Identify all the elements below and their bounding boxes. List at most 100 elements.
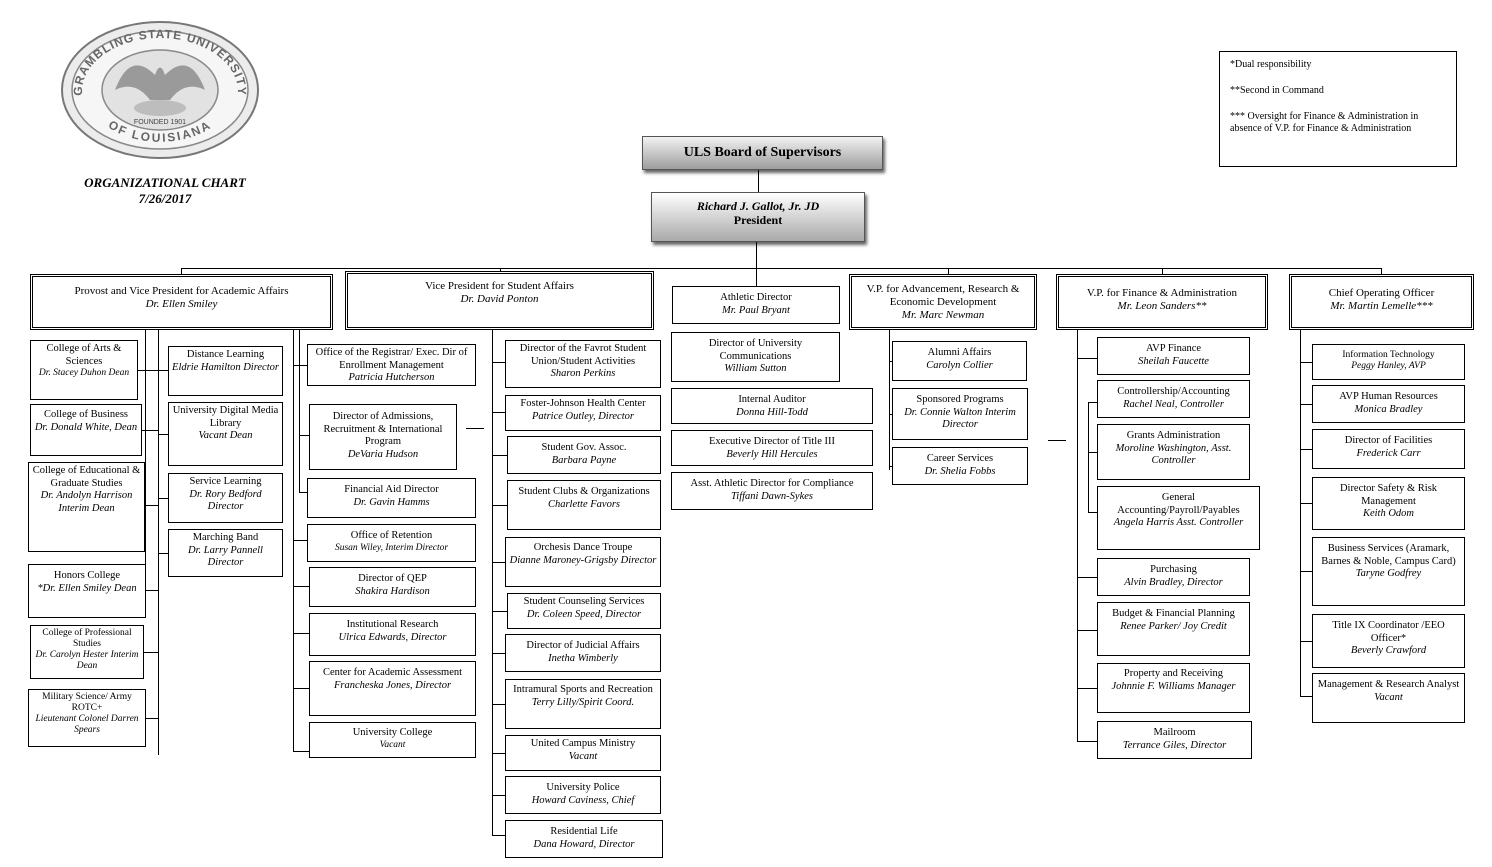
connector-line <box>948 268 949 274</box>
connector-line <box>158 370 168 371</box>
box-title: Grants Administration <box>1126 430 1221 441</box>
connector-line <box>146 718 158 719</box>
connector-line <box>889 361 892 362</box>
box-title: Student Gov. Assoc. <box>541 442 627 453</box>
connector-line <box>492 412 505 413</box>
box-title: University College <box>352 727 433 738</box>
connector-line <box>146 590 158 591</box>
org-box: Mailroom Terrance Giles, Director <box>1097 721 1252 759</box>
box-title: Center for Academic Assessment <box>322 667 463 678</box>
connector-line <box>492 704 505 705</box>
box-name: Vacant <box>379 739 406 750</box>
box-title: Intramural Sports and Recreation <box>513 684 653 695</box>
connector-line <box>181 268 182 274</box>
connector-line <box>1077 330 1078 742</box>
org-box: Service Learning Dr. Rory Bedford Direct… <box>168 473 283 523</box>
org-box: Foster-Johnson Health Center Patrice Out… <box>505 395 661 431</box>
box-name: Dr. Coleen Speed, Director <box>526 608 642 620</box>
box-name: Terrance Giles, Director <box>1122 739 1227 751</box>
box-title: Financial Aid Director <box>344 484 439 495</box>
org-box: College of Professional Studies Dr. Caro… <box>30 625 144 679</box>
org-box: College of Educational & Graduate Studie… <box>28 462 145 552</box>
box-title: Office of the Registrar/ Exec. Dir of En… <box>315 347 468 371</box>
connector-line <box>1088 512 1097 513</box>
connector-line <box>492 330 493 835</box>
org-box: Sponsored Programs Dr. Connie Walton Int… <box>892 388 1028 440</box>
box-name: Mr. Marc Newman <box>901 309 985 321</box>
box-name: Dr. Rory Bedford Director <box>189 488 262 513</box>
box-name: Dr. Andolyn Harrison Interim Dean <box>40 490 133 514</box>
box-title: University Police <box>546 782 620 793</box>
box-title: Distance Learning <box>186 349 265 360</box>
connector-line <box>1088 402 1097 403</box>
connector-line <box>1077 577 1097 578</box>
svg-text:FOUNDED 1901: FOUNDED 1901 <box>134 119 186 126</box>
box-title: Purchasing <box>1150 564 1197 575</box>
connector-line <box>299 492 307 493</box>
connector-line <box>492 795 505 796</box>
org-box: University College Vacant <box>309 722 476 758</box>
connector-line <box>1300 696 1312 697</box>
box-name: Howard Caviness, Chief <box>531 794 635 806</box>
box-title: Foster-Johnson Health Center <box>520 398 646 409</box>
chart-title-text: ORGANIZATIONAL CHART <box>84 175 246 190</box>
box-title: Orchesis Dance Troupe <box>533 542 633 553</box>
connector-line <box>142 430 158 431</box>
box-title: United Campus Ministry <box>530 738 636 749</box>
org-box: University Digital Media Library Vacant … <box>168 402 283 466</box>
box-title: Service Learning <box>189 476 262 487</box>
connector-line <box>756 242 757 268</box>
box-title: Controllership/Accounting <box>1117 386 1230 397</box>
president-title: President <box>733 213 783 227</box>
coo-box: Chief Operating Officer Mr. Martin Lemel… <box>1289 274 1474 330</box>
org-box: Property and Receiving Johnnie F. Willia… <box>1097 663 1250 713</box>
box-name: Peggy Hanley, AVP <box>1351 361 1426 371</box>
connector-line <box>1077 688 1097 689</box>
connector-line <box>1048 440 1066 441</box>
org-box: Director of University Communications Wi… <box>671 332 840 382</box>
box-name: Lieutenant Colonel Darren Spears <box>35 714 139 735</box>
box-name: Keith Odom <box>1362 508 1415 519</box>
legend-oversight: *** Oversight for Finance & Administrati… <box>1230 111 1419 134</box>
box-name: Dana Howard, Director <box>533 838 635 850</box>
connector-line <box>158 434 168 435</box>
org-box: Management & Research Analyst Vacant <box>1312 673 1465 723</box>
connector-line <box>1300 449 1312 450</box>
connector-line <box>1300 330 1301 696</box>
box-name: Charlette Favors <box>547 498 621 510</box>
board-of-supervisors-box: ULS Board of Supervisors <box>642 136 883 170</box>
president-box: Richard J. Gallot, Jr. JD President <box>651 192 865 242</box>
connector-line <box>299 435 309 436</box>
connector-line <box>1077 630 1097 631</box>
org-box: Orchesis Dance Troupe Dianne Maroney-Gri… <box>505 537 661 587</box>
box-name: Shakira Hardison <box>355 585 430 597</box>
box-name: Mr. Leon Sanders** <box>1117 300 1207 312</box>
box-name: Inetha Wimberly <box>548 652 618 664</box>
connector-line <box>889 330 890 470</box>
org-box: General Accounting/Payroll/Payables Ange… <box>1097 486 1260 550</box>
connector-line <box>889 414 892 415</box>
org-box: Director of QEP Shakira Hardison <box>309 567 476 607</box>
box-name: Vacant Dean <box>198 430 253 441</box>
connector-line <box>293 586 309 587</box>
connector-line <box>1088 452 1097 453</box>
box-name: Mr. Paul Bryant <box>722 304 790 316</box>
org-box: Intramural Sports and Recreation Terry L… <box>505 679 661 729</box>
org-box: Director of Admissions, Recruitment & In… <box>309 404 457 470</box>
org-box: Financial Aid Director Dr. Gavin Hamms <box>307 478 476 518</box>
connector-line <box>466 428 484 429</box>
box-title: Chief Operating Officer <box>1328 287 1435 299</box>
connector-line <box>293 365 307 366</box>
box-title: AVP Finance <box>1145 343 1202 354</box>
org-box: Grants Administration Moroline Washingto… <box>1097 424 1250 480</box>
finance-box: V.P. for Finance & Administration Mr. Le… <box>1056 274 1268 330</box>
box-title: University Digital Media Library <box>172 405 279 429</box>
org-box: Director of Facilities Frederick Carr <box>1312 429 1465 469</box>
chart-date: 7/26/2017 <box>138 191 192 206</box>
org-box: Center for Academic Assessment Franchesk… <box>309 661 476 716</box>
box-title: Budget & Financial Planning <box>1112 608 1235 619</box>
box-title: Asst. Athletic Director for Compliance <box>690 478 854 489</box>
box-title: College of Professional Studies <box>42 628 132 649</box>
connector-line <box>145 330 146 570</box>
box-name: Dr. Larry Pannell Director <box>188 544 263 569</box>
